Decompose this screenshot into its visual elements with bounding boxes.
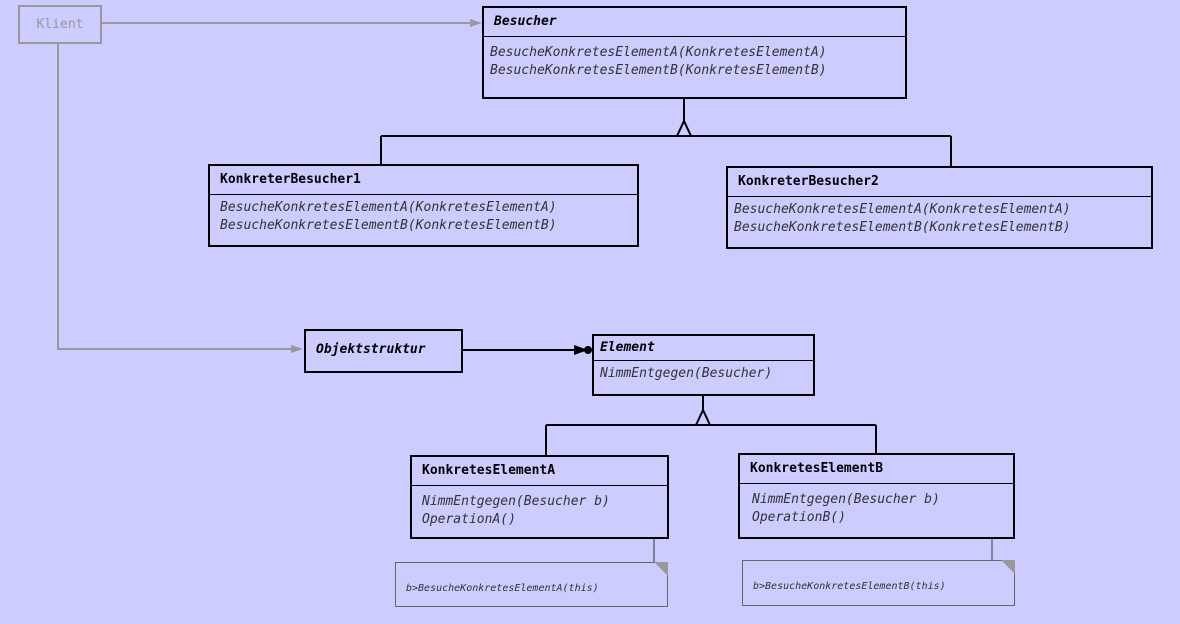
- class-konkretes-element-b[interactable]: KonkretesElementB NimmEntgegen(Besucher …: [738, 453, 1015, 539]
- note-b[interactable]: b>BesucheKonkretesElementB(this): [742, 560, 1015, 606]
- client-objektstruktur-arrowhead: [291, 345, 303, 353]
- class-besucher[interactable]: Besucher BesucheKonkretesElementA(Konkre…: [482, 6, 907, 99]
- client-associations: [57, 22, 472, 350]
- method: BesucheKonkretesElementA(KonkretesElemen…: [734, 202, 1071, 217]
- visitor-inheritance: [380, 98, 952, 166]
- method: NimmEntgegen(Besucher b): [422, 494, 610, 509]
- method: BesucheKonkretesElementA(KonkretesElemen…: [220, 200, 557, 215]
- method: NimmEntgegen(Besucher): [600, 366, 773, 381]
- class-konkreter-besucher1[interactable]: KonkreterBesucher1 BesucheKonkretesEleme…: [208, 164, 639, 247]
- method: BesucheKonkretesElementA(KonkretesElemen…: [490, 45, 827, 60]
- method: BesucheKonkretesElementB(KonkretesElemen…: [734, 220, 1071, 235]
- besucher-generalization-triangle: [675, 118, 693, 137]
- method-list: NimmEntgegen(Besucher b) OperationB(): [740, 483, 1013, 531]
- method-list: BesucheKonkretesElementA(KonkretesElemen…: [210, 194, 637, 239]
- note-fold-icon: [654, 562, 668, 576]
- client-besucher-arrowhead: [470, 19, 482, 27]
- multiplicity-dot: [584, 346, 592, 354]
- class-konkretes-element-a[interactable]: KonkretesElementA NimmEntgegen(Besucher …: [410, 455, 669, 539]
- class-element[interactable]: Element NimmEntgegen(Besucher): [592, 334, 815, 396]
- class-name: Objektstruktur: [316, 342, 426, 357]
- note-fold-icon: [1001, 560, 1015, 574]
- element-inheritance: [545, 395, 877, 455]
- class-name: KonkreterBesucher1: [220, 172, 361, 187]
- class-name: KonkretesElementA: [422, 463, 556, 478]
- note-text: b>BesucheKonkretesElementA(this): [406, 583, 599, 594]
- method: NimmEntgegen(Besucher b): [752, 492, 940, 507]
- method: OperationB(): [752, 510, 846, 525]
- method: OperationA(): [422, 512, 516, 527]
- class-name: KonkretesElementB: [750, 461, 884, 476]
- class-objektstruktur[interactable]: Objektstruktur: [304, 329, 463, 373]
- method: BesucheKonkretesElementB(KonkretesElemen…: [220, 218, 557, 233]
- class-name: Besucher: [494, 14, 557, 29]
- class-name: Element: [600, 340, 655, 355]
- note-a[interactable]: b>BesucheKonkretesElementA(this): [395, 562, 668, 607]
- client-label: Klient: [36, 17, 84, 32]
- objektstruktur-element-arrowhead: [574, 345, 588, 355]
- class-konkreter-besucher2[interactable]: KonkreterBesucher2 BesucheKonkretesEleme…: [726, 166, 1153, 249]
- method: BesucheKonkretesElementB(KonkretesElemen…: [490, 63, 827, 78]
- client-box[interactable]: Klient: [18, 5, 102, 44]
- note-text: b>BesucheKonkretesElementB(this): [753, 581, 946, 592]
- element-generalization-triangle: [694, 407, 712, 426]
- method-list: NimmEntgegen(Besucher): [594, 360, 813, 387]
- method-list: BesucheKonkretesElementA(KonkretesElemen…: [484, 36, 905, 84]
- method-list: BesucheKonkretesElementA(KonkretesElemen…: [728, 196, 1151, 241]
- client-to-objektstruktur-line: [57, 44, 292, 350]
- class-name: KonkreterBesucher2: [738, 174, 879, 189]
- method-list: NimmEntgegen(Besucher b) OperationA(): [412, 485, 667, 533]
